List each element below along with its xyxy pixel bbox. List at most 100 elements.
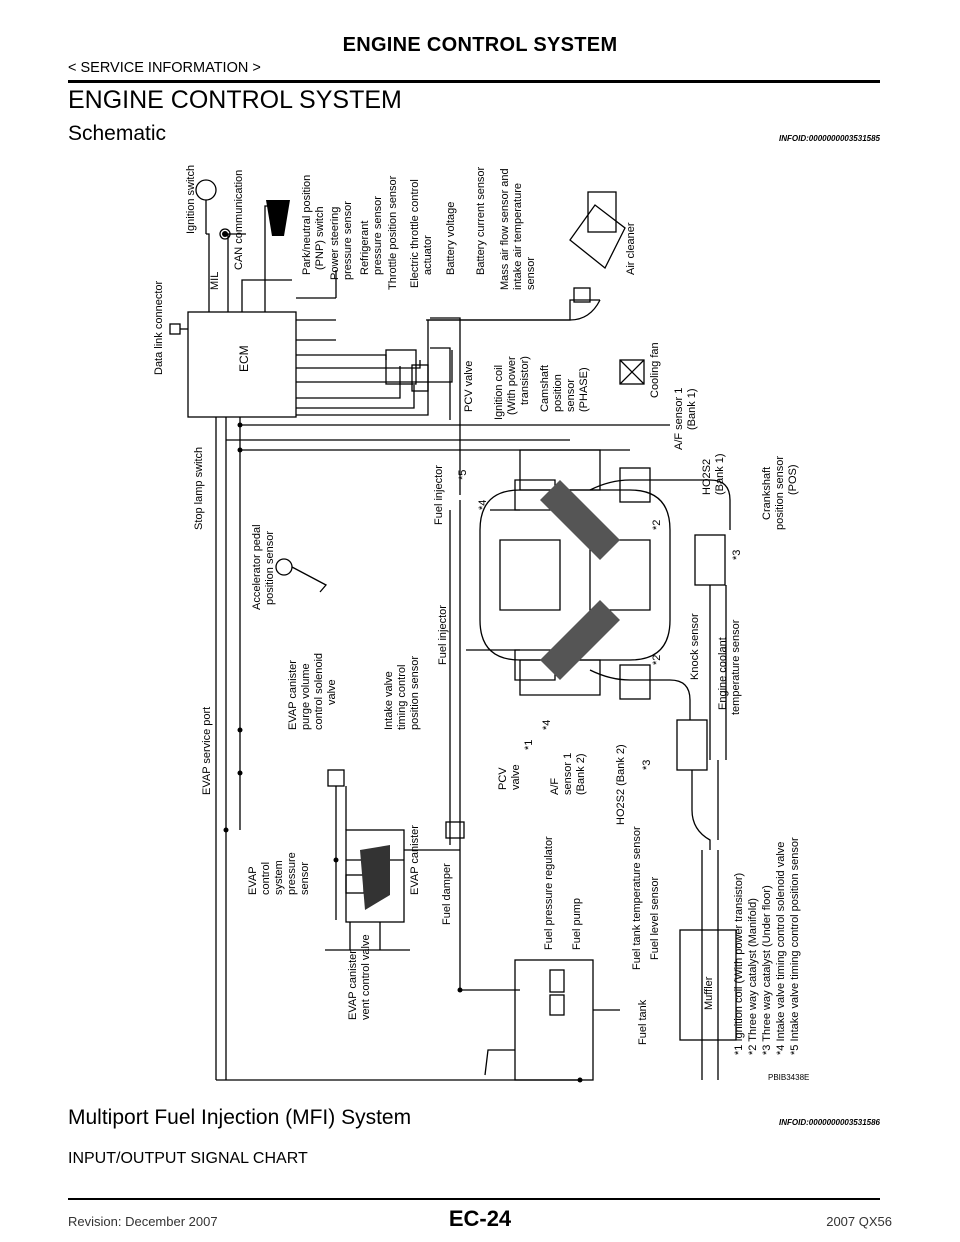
label-maf-3: sensor [525,257,537,290]
label-ps-2: pressure sensor [342,201,354,280]
model-text: 2007 QX56 [826,1214,892,1229]
label-ecm: ECM [237,345,251,372]
header-rule [68,80,880,83]
schematic-heading: Schematic [68,122,167,145]
label-pcv-bottom-2: valve [510,764,522,790]
label-fuel-level: Fuel level sensor [649,877,661,960]
data-link-connector-symbol [169,323,181,335]
label-data-link-connector: Data link connector [153,281,165,375]
label-af1-1: A/F sensor 1 [673,388,685,450]
label-evap-press-5: sensor [299,862,311,895]
power-steering-sensor [266,200,290,236]
label-muffler: Muffler [703,976,715,1010]
label-evap-press-4: pressure [286,852,298,895]
label-ect-2: temperature sensor [730,619,742,715]
label-coil-2: (With power [506,356,518,415]
fuel-tank-box [514,959,594,1081]
schematic-labels: Data link connector ECM Ignition switch … [153,165,809,1082]
label-vent-2: vent control valve [360,934,372,1020]
label-can: CAN communication [233,170,245,270]
footer-rule [68,1198,880,1200]
label-coil-1: Ignition coil [493,365,505,420]
marker-4-top: *4 [477,500,489,510]
note-2: *2 Three way catalyst (Manifold) [747,898,759,1055]
label-etc-1: Electric throttle control [409,179,421,288]
label-pcv-valve-top: PCV valve [463,361,475,412]
label-vent-1: EVAP canister [347,950,359,1020]
label-evap-purge-4: valve [326,679,338,705]
mfi-info-id: INFOID:0000000003531586 [779,1118,880,1127]
evap-pressure-sensor [345,874,365,894]
air-cleaner-body [569,204,626,270]
schematic-svg: Data link connector ECM Ignition switch … [153,165,809,1083]
label-af1-2: (Bank 1) [686,388,698,430]
filled-details [222,200,620,1083]
label-ect-1: Engine coolant [717,637,729,710]
evap-purge-valve [327,769,345,787]
label-evap-purge-2: purge volume [300,663,312,730]
label-etc-2: actuator [422,235,434,275]
note-1: *1 Ignition coil (With power transistor) [733,873,745,1055]
label-pcv-bottom-1: PCV [497,767,509,790]
label-ivt-3: position sensor [409,656,421,730]
label-fuel-pressure-regulator: Fuel pressure regulator [543,836,555,950]
note-5: *5 Intake valve timing control position … [789,837,801,1055]
label-af2-1: A/F [549,778,561,795]
label-af2-2: sensor 1 [562,753,574,795]
label-ref-1: Refrigerant [359,221,371,275]
note-4: *4 Intake valve timing control solenoid … [775,842,787,1055]
label-cam-4: (PHASE) [578,367,590,412]
label-fuel-tank: Fuel tank [637,999,649,1045]
label-ho2s2-b1-1: HO2S2 [701,459,713,495]
label-knock-sensor: Knock sensor [689,613,701,680]
throttle-body [385,349,417,385]
catalyst-underfloor-b2 [676,719,708,771]
catalyst-manifold-b2 [619,664,651,700]
marker-2-bottom: *2 [651,655,663,665]
label-evap-service-port: EVAP service port [201,707,213,795]
label-cooling-fan: Cooling fan [649,342,661,398]
marker-3-bottom: *3 [641,760,653,770]
catalyst-manifold-b1 [619,467,651,503]
label-coil-3: transistor) [519,356,531,405]
label-crank-3: (POS) [787,464,799,495]
label-af2-3: (Bank 2) [575,753,587,795]
mfi-heading: Multiport Fuel Injection (MFI) System [68,1106,412,1129]
io-chart-subheading: INPUT/OUTPUT SIGNAL CHART [68,1150,308,1167]
marker-4-bottom: *4 [541,720,553,730]
marker-3-top: *3 [731,550,743,560]
label-tps: Throttle position sensor [387,175,399,290]
label-fuel-tank-temp: Fuel tank temperature sensor [631,826,643,970]
revision-text: Revision: December 2007 [68,1214,218,1229]
label-evap-canister: EVAP canister [409,825,421,895]
muffler-box [679,929,737,1041]
label-air-cleaner: Air cleaner [625,222,637,275]
section-title: ENGINE CONTROL SYSTEM [68,86,402,114]
label-fuel-pump: Fuel pump [571,898,583,950]
marker-1: *1 [523,740,535,750]
wiring-lines [169,179,737,1081]
engine-block [479,489,671,661]
label-cam-1: Camshaft [539,365,551,412]
label-ps-1: Power steering [329,207,341,280]
mil-lamp [222,231,228,237]
label-ivt-1: Intake valve [383,671,395,730]
label-fuel-injector-bottom: Fuel injector [437,605,449,665]
catalyst-underfloor-b1 [694,534,726,586]
label-evap-purge-1: EVAP canister [287,660,299,730]
label-fuel-damper: Fuel damper [441,863,453,925]
label-battery-voltage: Battery voltage [445,202,457,275]
label-app-2: position sensor [264,531,276,605]
electric-throttle-actuator [411,364,429,392]
label-evap-purge-3: control solenoid [313,653,325,730]
label-crank-2: position sensor [774,456,786,530]
canister-charcoal [360,845,390,910]
label-cam-3: sensor [565,379,577,412]
label-evap-press-2: control [260,862,272,895]
schematic-info-id: INFOID:0000000003531585 [779,134,880,143]
label-ho2s2-b1-2: (Bank 1) [714,453,726,495]
label-cam-2: position [552,374,564,412]
label-mil: MIL [209,272,221,290]
engine-control-schematic: Data link connector ECM Ignition switch … [150,150,840,1085]
label-maf-2: intake air temperature [512,183,524,290]
